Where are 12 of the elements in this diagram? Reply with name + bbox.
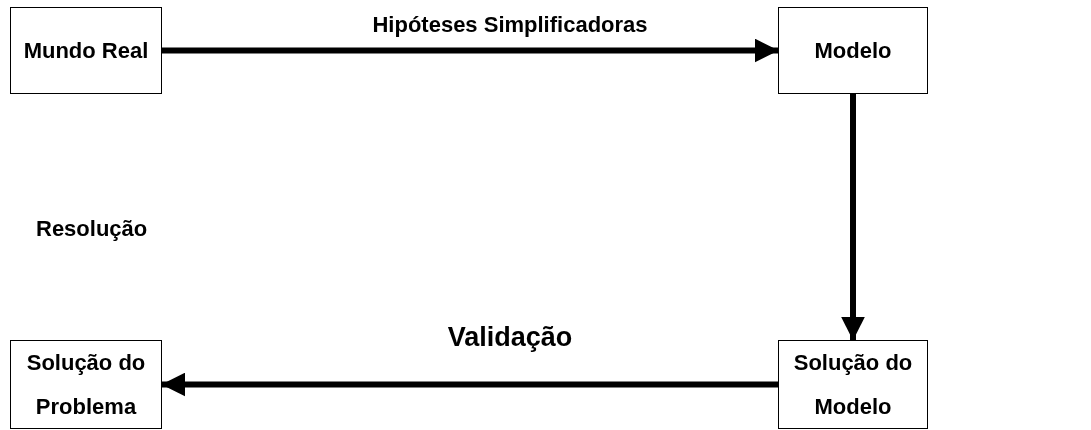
process-box: [778, 7, 928, 94]
box-label: Solução do Problema: [25, 348, 147, 421]
process-box: [778, 340, 928, 429]
box-label: Mundo Real: [23, 36, 149, 65]
arrow: [162, 38, 779, 63]
arrow: [161, 372, 778, 397]
process-box: [10, 7, 162, 94]
arrow: [841, 94, 865, 341]
box-label: Modelo: [814, 36, 892, 65]
annotation-text: Resolução: [36, 216, 148, 242]
process-box: [10, 340, 162, 429]
box-label: Solução do Modelo: [792, 348, 914, 421]
